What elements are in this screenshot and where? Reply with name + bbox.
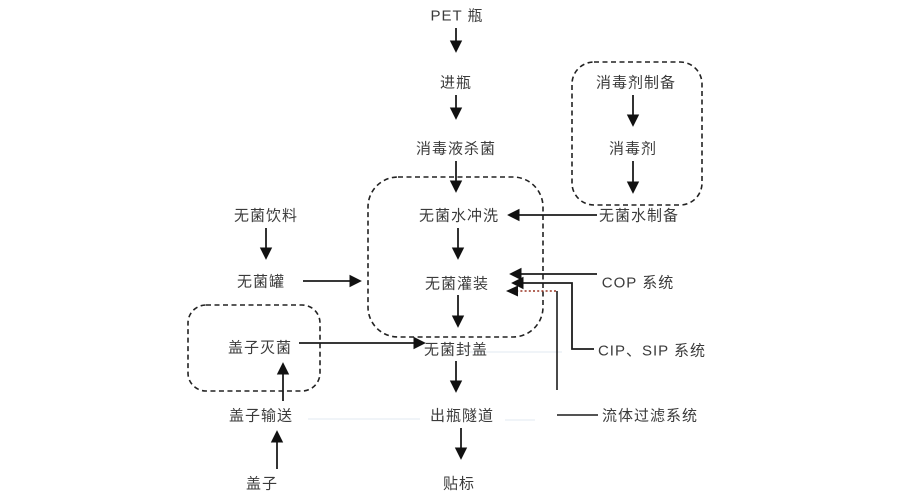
right-branch-arrows [507,95,640,350]
red-line-arrowhead [506,285,518,297]
left-branch-arrows [259,228,426,469]
main-flow-arrows [449,28,468,460]
dashed-group-boxes [187,61,703,392]
node-pet-bottle: PET 瓶 [430,7,484,25]
node-cop-system: COP 系统 [601,274,675,292]
node-cap: 盖子 [245,475,279,493]
node-cap-sterilize: 盖子灭菌 [227,339,293,357]
node-infeed: 进瓶 [439,74,473,92]
node-labeling: 贴标 [442,475,476,493]
node-cip-sip-system: CIP、SIP 系统 [597,342,707,360]
node-tank: 无菌罐 [236,273,286,291]
fluid-filter-connector [506,285,598,416]
rinse-fill-group-box [367,176,544,338]
cap-sterilize-group-box [187,304,321,392]
node-rinse: 无菌水冲洗 [418,207,500,225]
node-sanitizer-prep: 消毒剂制备 [595,74,677,92]
node-cap-convey: 盖子输送 [228,407,294,425]
scan-artifacts [308,351,562,421]
sanitizer-group-box [571,61,703,206]
node-tunnel: 出瓶隧道 [429,407,495,425]
node-fill: 无菌灌装 [424,275,490,293]
node-fluid-filter: 流体过滤系统 [601,407,699,425]
node-sanitizer: 消毒剂 [608,140,658,158]
node-disinfect: 消毒液杀菌 [415,140,497,158]
node-beverage: 无菌饮料 [233,207,299,225]
node-water-prep: 无菌水制备 [598,207,680,225]
node-cap-seal: 无菌封盖 [423,341,489,359]
arrow-cipsip-to-fill [511,276,594,350]
